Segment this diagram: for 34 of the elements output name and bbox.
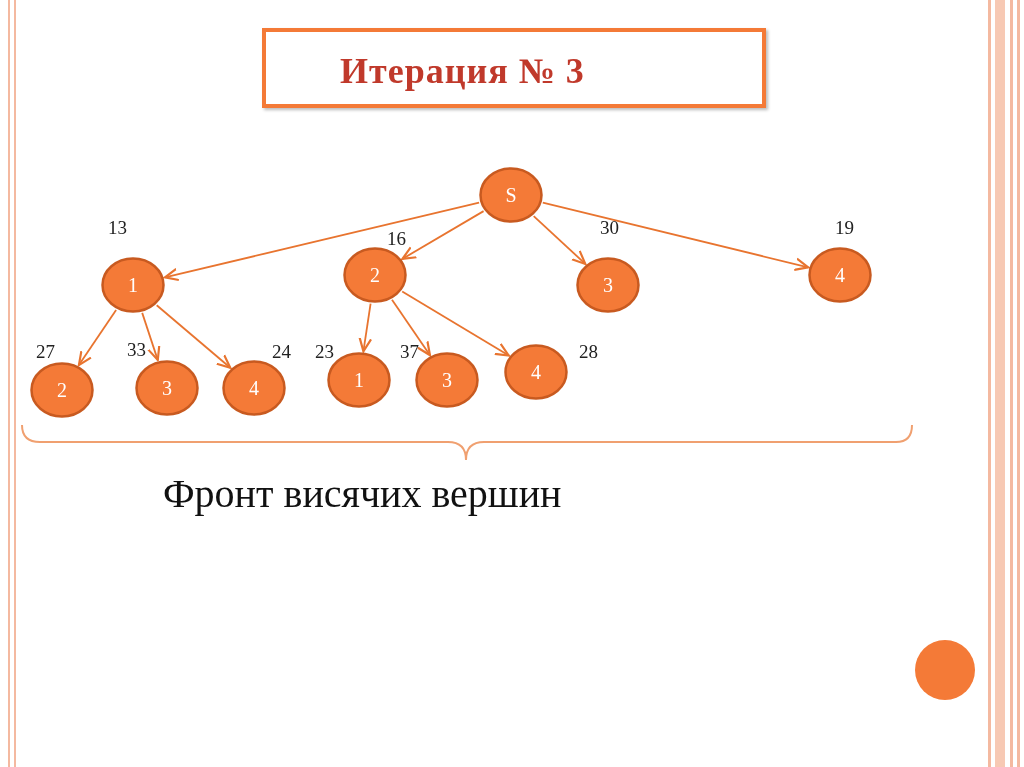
weight-label: 30 (600, 217, 619, 239)
node-ellipse (479, 167, 543, 223)
title: Итерация № 3 (340, 50, 585, 92)
node-label: 3 (161, 376, 173, 401)
weight-label: 19 (835, 217, 854, 239)
arrow (401, 210, 485, 260)
weight-label: 16 (387, 228, 406, 250)
node-label: 4 (834, 263, 846, 288)
weight-label: 37 (400, 341, 419, 363)
arrow (77, 309, 117, 367)
node-label: 2 (369, 263, 381, 288)
node-label: 1 (127, 273, 139, 298)
arrow (541, 201, 810, 271)
node-label: S (504, 183, 518, 208)
weight-label: 23 (315, 341, 334, 363)
node-label: 3 (441, 368, 453, 393)
weight-label: 33 (127, 339, 146, 361)
bracket-label: Фронт висячих вершин (163, 470, 562, 517)
arrow (155, 304, 232, 369)
arrow (163, 201, 480, 282)
weight-label: 24 (272, 341, 291, 363)
weight-label: 27 (36, 341, 55, 363)
weight-label: 13 (108, 217, 127, 239)
node-label: 1 (353, 368, 365, 393)
node-label: 4 (530, 360, 542, 385)
node-label: 4 (248, 376, 260, 401)
arrow (358, 302, 373, 353)
arrow (532, 215, 587, 265)
node-label: 3 (602, 273, 614, 298)
node-label: 2 (56, 378, 68, 403)
weight-label: 28 (579, 341, 598, 363)
arrow (401, 290, 510, 357)
arrow (391, 298, 432, 357)
arrow (141, 312, 161, 362)
